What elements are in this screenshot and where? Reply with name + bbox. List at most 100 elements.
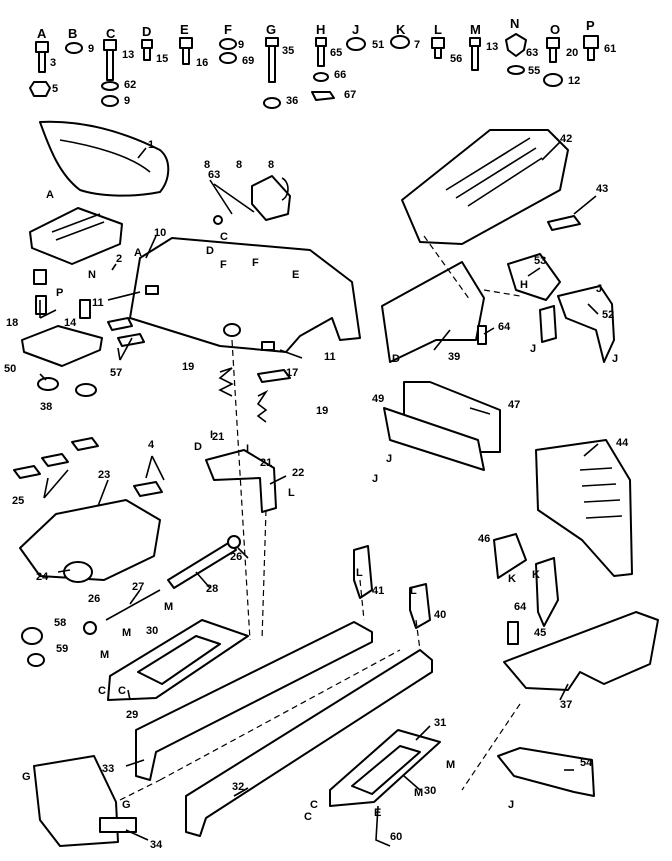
seat-contour xyxy=(59,139,151,173)
nut-63 xyxy=(213,215,223,225)
nut-o xyxy=(543,73,563,87)
hardware-number-15: 51 xyxy=(372,39,384,51)
bolt-l-shank xyxy=(434,47,442,59)
fuel-cap-24 xyxy=(63,561,93,583)
hardware-number-20: 55 xyxy=(528,65,540,77)
hardware-letter-9: K xyxy=(396,22,406,37)
reference-letter-26: M xyxy=(414,787,423,799)
bolt-h-head xyxy=(315,37,327,47)
bracket-8 xyxy=(251,175,291,221)
washer-f2 xyxy=(219,52,237,64)
part-number-1: 2 xyxy=(116,253,122,265)
rod-27 xyxy=(105,589,161,621)
part-number-34: 40 xyxy=(434,609,446,621)
rail-hidden-line xyxy=(159,649,401,781)
hardware-number-17: 56 xyxy=(450,53,462,65)
pad-25b xyxy=(41,453,69,467)
reference-letter-34: E xyxy=(374,807,381,819)
part-number-21: 26 xyxy=(88,593,100,605)
part-number-20: 26 xyxy=(230,551,242,563)
reference-letter-7: E xyxy=(292,269,299,281)
hardware-number-8: 9 xyxy=(238,39,244,51)
nut-a xyxy=(29,81,51,97)
reference-letter-9: D xyxy=(392,353,400,365)
bolt-g-head xyxy=(265,37,279,47)
hardware-number-5: 9 xyxy=(124,95,130,107)
hardware-letter-10: L xyxy=(434,22,442,37)
bolt-c-shank xyxy=(106,49,114,81)
hardware-number-21: 20 xyxy=(566,47,578,59)
reference-letter-13: J xyxy=(612,353,618,365)
spring-19a xyxy=(218,367,234,397)
reference-letter-22: M xyxy=(164,601,173,613)
grille-49 xyxy=(383,407,485,471)
reference-letter-10: H xyxy=(520,279,528,291)
hardware-number-6: 15 xyxy=(156,53,168,65)
reference-letter-29: C xyxy=(310,799,318,811)
part-number-51: 63 xyxy=(208,169,220,181)
clip-26a xyxy=(227,535,241,549)
part-number-22: 27 xyxy=(132,581,144,593)
link-17 xyxy=(257,369,291,383)
bracket-54 xyxy=(497,747,595,797)
bolt-l-head xyxy=(431,37,445,49)
part-number-23: 28 xyxy=(206,583,218,595)
part-number-40: 46 xyxy=(478,533,490,545)
bolt-m-shank xyxy=(471,45,479,71)
washer-b xyxy=(65,42,83,54)
bolt-e-head xyxy=(179,37,193,49)
reference-letter-36: I xyxy=(246,443,249,455)
part-number-8: 11 xyxy=(324,351,336,363)
part-number-3: 8 xyxy=(204,159,210,171)
bolt-m-head xyxy=(469,37,481,47)
reference-letter-27: C xyxy=(98,685,106,697)
washer-f1 xyxy=(219,38,237,50)
side-panel-39 xyxy=(381,261,485,363)
part-number-18: 24 xyxy=(36,571,49,583)
reference-letter-35: I xyxy=(210,429,213,441)
washer-c2 xyxy=(101,95,119,107)
bracket-53 xyxy=(507,253,561,301)
bracket-41 xyxy=(353,545,373,599)
bushing-58 xyxy=(21,627,43,645)
nose-slots xyxy=(579,467,623,519)
hardware-letter-11: M xyxy=(470,22,481,37)
part-number-49: 59 xyxy=(56,643,68,655)
bumper-64a xyxy=(477,325,487,345)
nut-59 xyxy=(27,653,45,667)
pad-57a xyxy=(107,317,133,331)
pad-25c xyxy=(71,437,99,451)
hardware-letter-7: H xyxy=(316,22,325,37)
part-number-47: 57 xyxy=(110,367,122,379)
pad-25a xyxy=(13,465,41,479)
bolt-h-shank xyxy=(317,45,325,67)
bolt-e-shank xyxy=(182,47,190,65)
hardware-number-22: 12 xyxy=(568,75,580,87)
hardware-letter-1: B xyxy=(68,26,77,41)
reference-letter-23: M xyxy=(122,627,131,639)
hardware-letter-5: F xyxy=(224,22,232,37)
bolt-o-head xyxy=(546,37,560,49)
assembly-dashed-lines xyxy=(119,235,521,801)
reference-letter-33: D xyxy=(194,441,202,453)
hardware-number-23: 61 xyxy=(604,43,616,55)
reference-letter-14: J xyxy=(386,453,392,465)
hardware-letter-8: J xyxy=(352,22,359,37)
screw-d xyxy=(143,47,151,61)
skirt-37 xyxy=(503,611,659,691)
part-number-4: 8 xyxy=(236,159,242,171)
part-number-43: 50 xyxy=(4,363,16,375)
knob-38b xyxy=(75,383,97,397)
part-number-50: 60 xyxy=(390,831,402,843)
part-number-12: 19 xyxy=(182,361,194,373)
reference-letter-6: F xyxy=(252,257,259,269)
bracket-52 xyxy=(557,285,615,363)
hardware-number-2: 9 xyxy=(88,43,94,55)
hardware-letter-13: O xyxy=(550,22,560,37)
seat-bracket-50 xyxy=(21,325,103,367)
part-number-15: 21 xyxy=(260,457,272,469)
hardware-number-12: 65 xyxy=(330,47,342,59)
hardware-letter-2: C xyxy=(106,26,116,41)
part-number-10: 17 xyxy=(286,367,298,379)
part-number-0: 1 xyxy=(148,139,154,151)
